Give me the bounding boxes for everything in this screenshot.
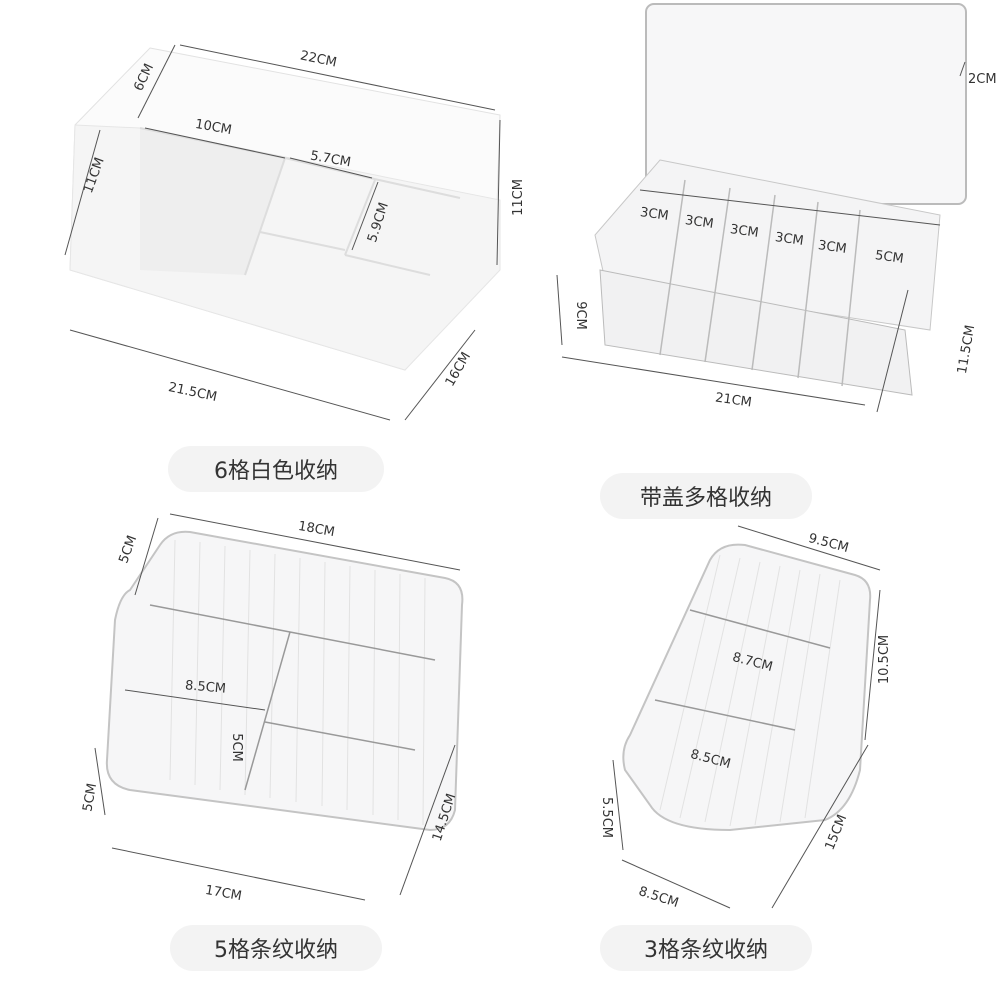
product-caption: 带盖多格收纳 xyxy=(600,473,812,519)
product-white-6-grid: 22CM 6CM 11CM 11CM 10CM 5.7CM 5.9CM 21.5… xyxy=(0,0,526,500)
product-caption: 5格条纹收纳 xyxy=(170,925,382,971)
striped-3-grid-illustration xyxy=(612,525,881,909)
product-lidded-multi-grid: 2CM 3CM 3CM 3CM 3CM 3CM 5CM 9CM 21CM 11.… xyxy=(520,0,1000,530)
product-caption: 6格白色收纳 xyxy=(168,446,384,492)
dim-divider-5: 5CM xyxy=(228,733,244,762)
product-striped-3-grid: 9.5CM 10.5CM 8.7CM 8.5CM 5.5CM 8.5CM 15C… xyxy=(580,520,1000,1000)
product-striped-5-grid: 18CM 5CM 5CM 8.5CM 5CM 17CM 14.5CM 5格条纹收… xyxy=(0,500,520,1000)
white-organizer-illustration xyxy=(64,44,501,421)
dim-front-height: 5.5CM xyxy=(598,797,614,838)
dim-height: 10.5CM xyxy=(877,634,893,685)
product-caption: 3格条纹收纳 xyxy=(600,925,812,971)
lidded-organizer-illustration xyxy=(556,3,967,413)
dim-lid-height: 2CM xyxy=(968,72,997,87)
dim-height: 9CM xyxy=(572,301,588,330)
striped-5-grid-illustration xyxy=(94,513,464,901)
